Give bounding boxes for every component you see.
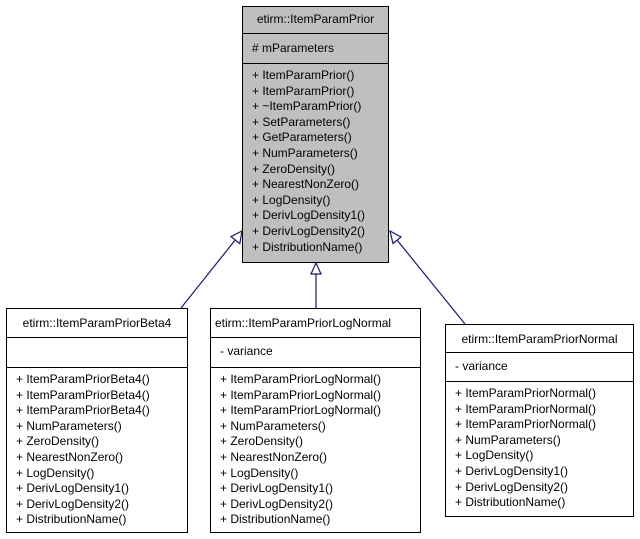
- method-item: + DistributionName(): [220, 512, 331, 527]
- method-item: + ItemParamPrior(): [252, 68, 355, 82]
- method-item: + ZeroDensity(): [220, 434, 304, 449]
- method-item: + NumParameters(): [16, 418, 122, 433]
- edge-normal-to-base: [396, 239, 466, 325]
- method-item: + NearestNonZero(): [16, 449, 124, 464]
- class-item-param-prior-normal[interactable]: etirm::ItemParamPriorNormal - variance +…: [445, 324, 634, 517]
- method-item: + NumParameters(): [455, 432, 561, 447]
- method-item: + NumParameters(): [220, 418, 326, 433]
- method-item: + GetParameters(): [252, 130, 352, 145]
- method-item: + DistributionName(): [252, 239, 363, 254]
- method-item: + LogDensity(): [455, 448, 534, 463]
- class-item-param-prior-beta4[interactable]: etirm::ItemParamPriorBeta4 + ItemParamPr…: [6, 308, 188, 533]
- method-item: + ZeroDensity(): [16, 434, 100, 449]
- method-item: + ItemParamPriorLogNormal(): [220, 372, 382, 386]
- method-item: + LogDensity(): [220, 465, 299, 480]
- attribute-item: - variance: [220, 344, 273, 358]
- method-item: + NumParameters(): [252, 145, 358, 160]
- method-item: + ItemParamPriorBeta4(): [16, 387, 150, 402]
- method-item: + ItemParamPriorLogNormal(): [220, 403, 382, 418]
- arrowhead-lognormal: [310, 261, 322, 275]
- method-item: + ItemParamPriorLogNormal(): [220, 387, 382, 402]
- attributes-section: - variance: [446, 353, 633, 382]
- method-item: + DistributionName(): [16, 512, 127, 527]
- methods-section: + ItemParamPriorLogNormal() + ItemParamP…: [211, 368, 420, 528]
- method-item: + LogDensity(): [252, 192, 331, 207]
- attributes-section: # mParameters: [243, 34, 388, 64]
- class-item-param-prior-lognormal[interactable]: etirm::ItemParamPriorLogNormal - varianc…: [210, 308, 421, 533]
- method-item: + SetParameters(): [252, 114, 351, 129]
- edge-beta4-to-base: [180, 238, 237, 309]
- arrowhead-normal: [389, 229, 403, 245]
- method-item: + DerivLogDensity1(): [252, 208, 366, 223]
- method-item: + DerivLogDensity2(): [455, 479, 569, 494]
- method-item: + ItemParamPriorBeta4(): [16, 372, 150, 386]
- methods-section: + ItemParamPrior() + ItemParamPrior() + …: [243, 64, 388, 255]
- method-item: + DistributionName(): [455, 495, 566, 510]
- method-item: + DerivLogDensity1(): [16, 481, 130, 496]
- method-item: + DerivLogDensity2(): [220, 496, 334, 511]
- class-title: etirm::ItemParamPriorLogNormal: [211, 309, 420, 338]
- method-item: + ItemParamPriorNormal(): [455, 417, 597, 432]
- attribute-item: # mParameters: [252, 41, 335, 55]
- method-item: + ItemParamPriorNormal(): [455, 401, 597, 416]
- method-item: + LogDensity(): [16, 465, 95, 480]
- method-item: + ItemParamPriorBeta4(): [16, 403, 150, 418]
- method-item: + DerivLogDensity1(): [455, 463, 569, 478]
- method-item: + NearestNonZero(): [252, 177, 360, 192]
- class-title: etirm::ItemParamPrior: [243, 7, 388, 34]
- attributes-section: - variance: [211, 338, 420, 368]
- method-item: + ItemParamPriorNormal(): [455, 386, 597, 400]
- methods-section: + ItemParamPriorNormal() + ItemParamPrio…: [446, 382, 633, 511]
- methods-section: + ItemParamPriorBeta4() + ItemParamPrior…: [7, 368, 187, 528]
- method-item: + DerivLogDensity2(): [16, 496, 130, 511]
- method-item: + ~ItemParamPrior(): [252, 99, 362, 114]
- method-item: + NearestNonZero(): [220, 449, 328, 464]
- method-item: + ZeroDensity(): [252, 161, 336, 176]
- class-item-param-prior[interactable]: etirm::ItemParamPrior # mParameters + It…: [242, 6, 389, 263]
- arrowhead-beta4: [229, 229, 243, 245]
- attributes-section: [7, 338, 187, 368]
- class-title: etirm::ItemParamPriorNormal: [446, 325, 633, 353]
- attribute-item: - variance: [455, 359, 508, 373]
- method-item: + DerivLogDensity2(): [252, 223, 366, 238]
- class-title: etirm::ItemParamPriorBeta4: [7, 309, 187, 338]
- method-item: + ItemParamPrior(): [252, 83, 355, 98]
- method-item: + DerivLogDensity1(): [220, 481, 334, 496]
